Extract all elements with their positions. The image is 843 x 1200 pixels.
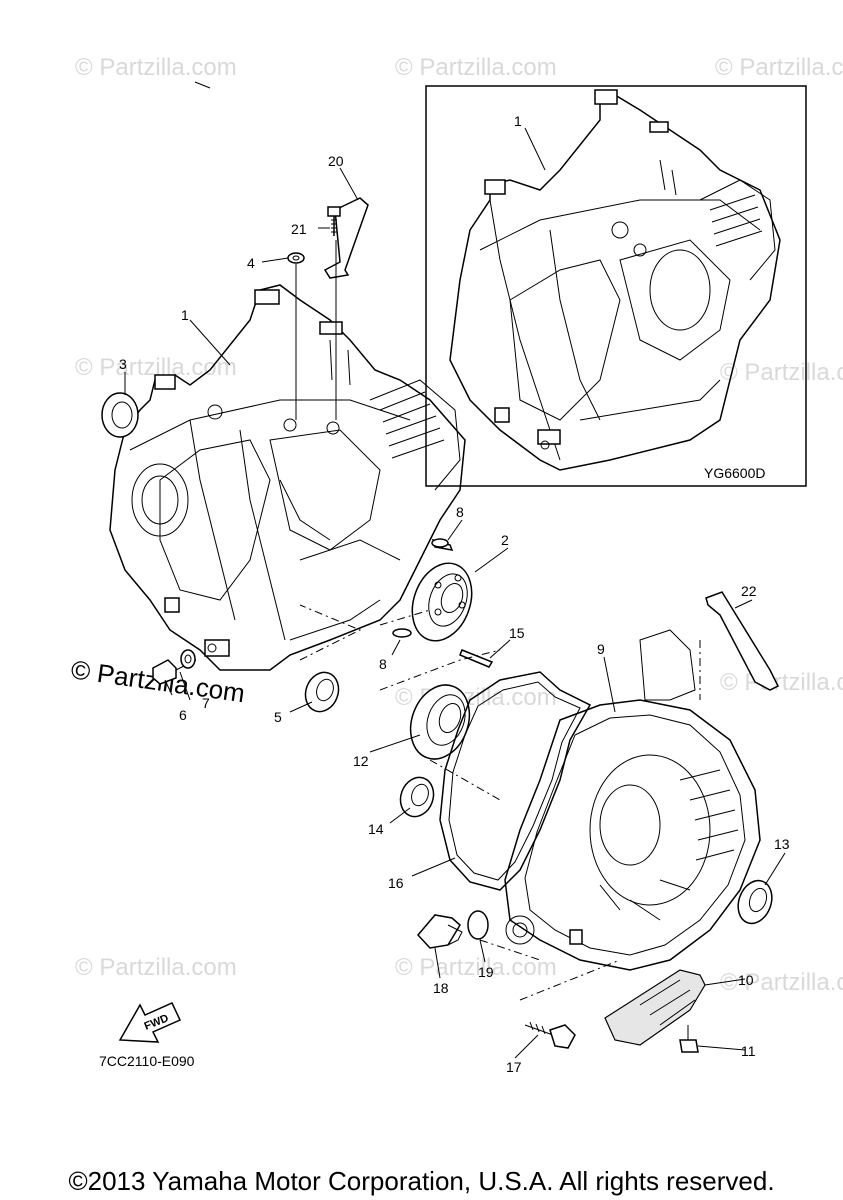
callout-22: 22 bbox=[741, 583, 757, 599]
washer-6 bbox=[180, 649, 196, 669]
plate-10 bbox=[604, 969, 706, 1046]
dowel-pin-8b bbox=[392, 628, 412, 638]
callout-17: 17 bbox=[506, 1059, 522, 1075]
bolt-21 bbox=[327, 206, 341, 236]
callout-18: 18 bbox=[433, 980, 449, 996]
bracket-20 bbox=[323, 197, 369, 279]
oil-seal-14 bbox=[399, 776, 435, 818]
watermark-5: © Partzilla.com bbox=[720, 359, 843, 386]
callout-21: 21 bbox=[291, 221, 307, 237]
watermark-3: © Partzilla.com bbox=[715, 54, 843, 81]
callout-14: 14 bbox=[368, 821, 384, 837]
gasket-16 bbox=[439, 671, 592, 891]
callout-11: 11 bbox=[741, 1043, 756, 1059]
callout-20: 20 bbox=[328, 153, 344, 169]
callout-3: 3 bbox=[119, 356, 127, 372]
inset-crankcase bbox=[449, 89, 781, 471]
callout-12: 12 bbox=[353, 753, 369, 769]
callout-6: 6 bbox=[179, 707, 187, 723]
dowel-pin-8a bbox=[431, 538, 454, 551]
callout-19: 19 bbox=[478, 964, 494, 980]
bolt-17 bbox=[524, 1021, 576, 1049]
copyright-notice: ©2013 Yamaha Motor Corporation, U.S.A. A… bbox=[68, 1166, 775, 1196]
callout-16: 16 bbox=[388, 875, 404, 891]
callout-7: 7 bbox=[202, 695, 210, 711]
callout-1: 1 bbox=[181, 307, 189, 323]
callout-4: 4 bbox=[247, 255, 255, 271]
fwd-arrow-icon: FWD bbox=[118, 1002, 182, 1043]
callout-13: 13 bbox=[774, 836, 790, 852]
callout-2: 2 bbox=[501, 532, 509, 548]
crankcase-main bbox=[109, 284, 466, 671]
diagram-code: 7CC2110-E090 bbox=[99, 1053, 195, 1069]
bolt-11 bbox=[679, 1025, 699, 1053]
callout-9: 9 bbox=[597, 641, 605, 657]
washer-4 bbox=[287, 252, 305, 264]
callout-5: 5 bbox=[274, 709, 282, 725]
bearing-5 bbox=[304, 671, 340, 713]
bracket-22 bbox=[705, 591, 780, 691]
crankcase-cover-9 bbox=[504, 629, 761, 971]
watermark-2: © Partzilla.com bbox=[395, 54, 557, 81]
watermark-7: © Partzilla.com bbox=[720, 669, 843, 696]
callout-8a: 8 bbox=[456, 504, 464, 520]
watermark-10: © Partzilla.com bbox=[720, 969, 843, 996]
dowel-15 bbox=[459, 649, 494, 668]
o-ring-19 bbox=[467, 910, 489, 940]
inset-code: YG6600D bbox=[704, 465, 765, 481]
watermark-1: © Partzilla.com bbox=[75, 54, 237, 81]
callout-8b: 8 bbox=[379, 656, 387, 672]
callouts: 1 1 2 3 4 5 6 7 8 8 9 10 11 12 13 14 15 … bbox=[119, 113, 790, 1075]
oil-filler-plug-18 bbox=[416, 914, 463, 949]
oil-seal-3 bbox=[101, 392, 139, 438]
callout-1-inset: 1 bbox=[514, 113, 522, 129]
leader-lines bbox=[124, 81, 786, 1059]
callout-15: 15 bbox=[509, 625, 525, 641]
watermark-9: © Partzilla.com bbox=[395, 954, 557, 981]
watermark-8: © Partzilla.com bbox=[75, 954, 237, 981]
inset-box: YG6600D bbox=[425, 85, 807, 487]
watermarks: © Partzilla.com © Partzilla.com © Partzi… bbox=[69, 54, 843, 996]
bearing-2 bbox=[411, 562, 473, 642]
callout-10: 10 bbox=[738, 972, 754, 988]
oil-seal-13 bbox=[737, 879, 773, 925]
